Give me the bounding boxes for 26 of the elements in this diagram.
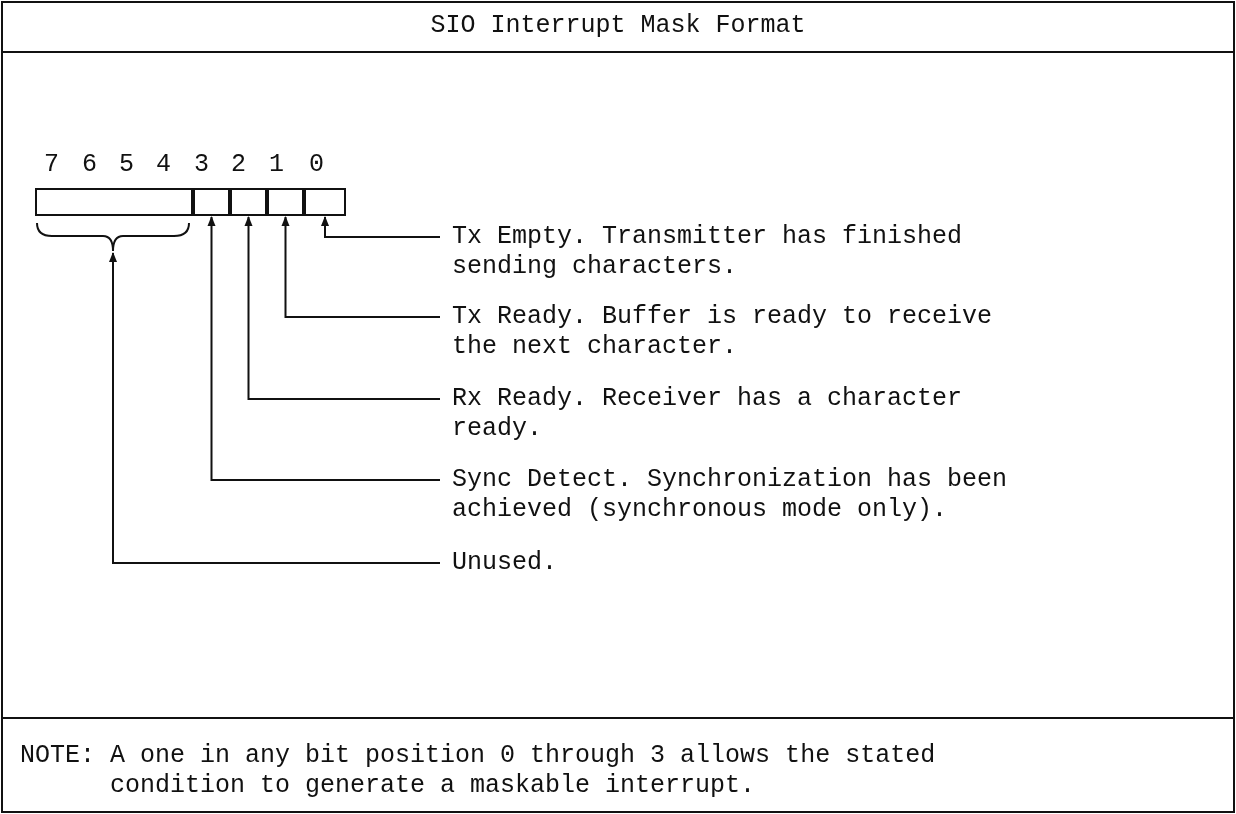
note-text: NOTE: A one in any bit position 0 through 3 allows the stated condition to generate a maskable interrupt. (20, 741, 937, 801)
bit-number: 6 (82, 150, 97, 180)
register-bit-field (193, 188, 230, 216)
bit-number: 1 (269, 150, 284, 180)
bit-description: Tx Empty. Transmitter has finished sending characters. (440, 222, 1040, 282)
leader-arrow (244, 216, 441, 400)
leader-arrow (281, 216, 441, 318)
bit-number: 3 (194, 150, 209, 180)
bit-description: Rx Ready. Receiver has a character ready. (440, 384, 1040, 444)
register-bit-field (304, 188, 346, 216)
bit-number: 0 (309, 150, 324, 180)
bit-number: 7 (44, 150, 59, 180)
bit-number: 4 (156, 150, 171, 180)
bit-description: Tx Ready. Buffer is ready to receive the next character. (440, 302, 1040, 362)
register-bit-field (267, 188, 304, 216)
leader-arrow (321, 216, 441, 238)
diagram-title: SIO Interrupt Mask Format (429, 11, 807, 41)
bit-number: 5 (119, 150, 134, 180)
bit-number: 2 (231, 150, 246, 180)
bit-description: Unused. (440, 548, 1040, 578)
register-bit-field (230, 188, 267, 216)
bit-description: Sync Detect. Synchronization has been achieved (synchronous mode only). (440, 465, 1040, 525)
leader-arrow (109, 252, 441, 564)
register-bit-field (35, 188, 193, 216)
leader-arrow (207, 216, 441, 481)
curly-brace (36, 222, 190, 252)
